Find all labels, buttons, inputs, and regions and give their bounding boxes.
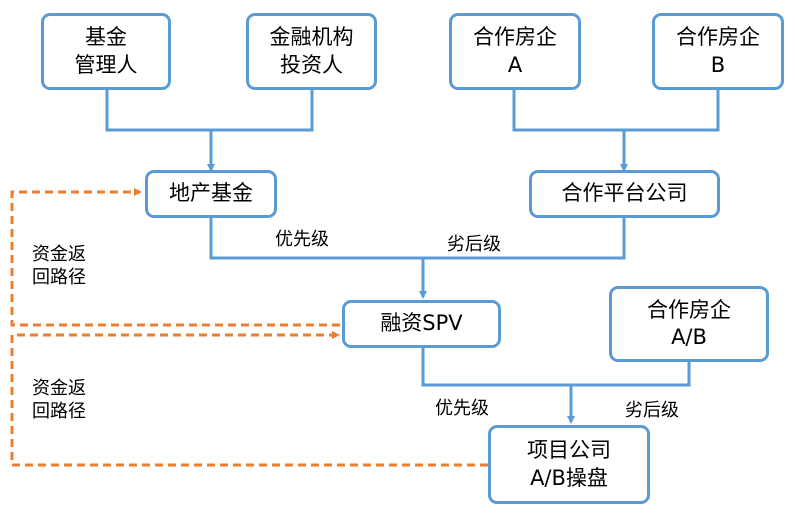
connector-investors-to-fund (105, 90, 314, 172)
project-company-line1: 项目公司 (527, 438, 611, 463)
return-path-label-1: 资金返 回路径 (32, 243, 86, 290)
connector-developers-to-platform (512, 90, 720, 172)
senior-tranche-label-2: 优先级 (435, 398, 489, 419)
developer-b-line1: 合作房企 (676, 25, 760, 50)
financing-spv-label: 融资SPV (380, 311, 463, 336)
developer-a-box: 合作房企 A (449, 13, 581, 90)
senior-tranche-label-1: 优先级 (275, 229, 329, 250)
junior-tranche-label-2: 劣后级 (625, 400, 679, 421)
project-company-box: 项目公司 A/B操盘 (488, 425, 650, 504)
return-path-label-1-line1: 资金返 (32, 244, 86, 265)
financial-investor-box: 金融机构 投资人 (246, 13, 377, 90)
developer-a-line1: 合作房企 (473, 25, 557, 50)
junior-tranche-label-1: 劣后级 (447, 234, 501, 255)
connector-fund-platform-to-spv (209, 218, 626, 299)
return-path-label-2: 资金返 回路径 (32, 377, 86, 424)
partner-platform-label: 合作平台公司 (561, 181, 688, 206)
developer-b-box: 合作房企 B (652, 13, 784, 90)
return-path-label-1-line2: 回路径 (32, 267, 86, 289)
financial-investor-line2: 投资人 (280, 52, 343, 77)
fund-manager-box: 基金 管理人 (41, 13, 171, 90)
real-estate-fund-box: 地产基金 (145, 170, 277, 218)
financing-spv-box: 融资SPV (342, 300, 501, 348)
developer-b-line2: B (710, 52, 726, 77)
developer-ab-line1: 合作房企 (647, 297, 731, 322)
return-path-label-2-line2: 回路径 (32, 401, 86, 423)
partner-platform-box: 合作平台公司 (529, 170, 720, 218)
fund-manager-line2: 管理人 (74, 52, 138, 77)
developer-ab-line2: A/B (671, 325, 707, 349)
developer-ab-box: 合作房企 A/B (609, 286, 769, 362)
return-path-spv-to-fund (10, 188, 340, 327)
real-estate-fund-label: 地产基金 (169, 181, 253, 206)
developer-a-line2: A (507, 52, 523, 77)
project-company-line2: A/B操盘 (530, 465, 608, 490)
connector-spv-developer-to-project (421, 348, 691, 424)
return-path-project-to-spv (10, 331, 488, 467)
fund-manager-line1: 基金 (85, 25, 127, 50)
financial-investor-line1: 金融机构 (269, 25, 354, 50)
return-path-label-2-line1: 资金返 (32, 378, 86, 399)
